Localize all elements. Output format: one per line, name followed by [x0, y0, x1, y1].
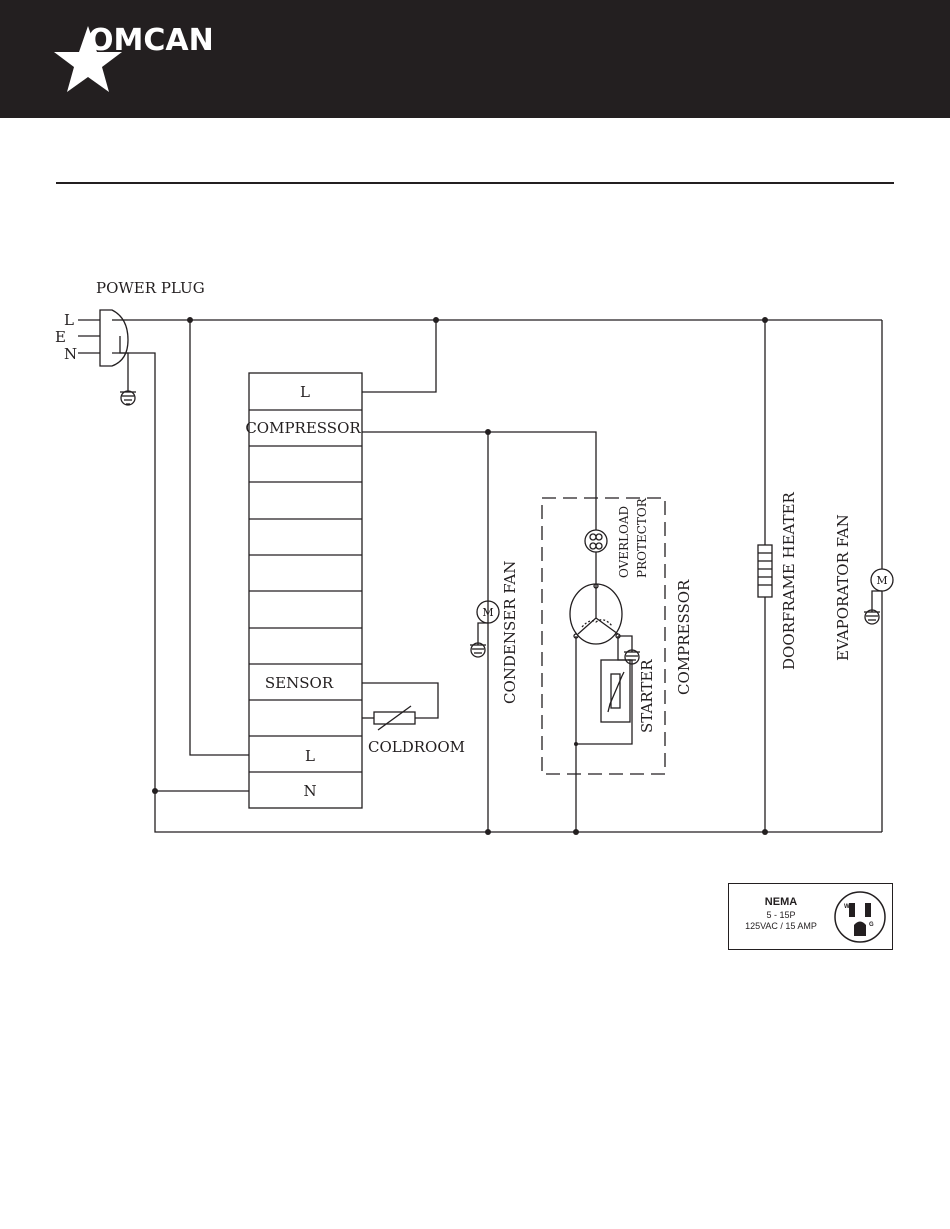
nema-plug-spec-box: NEMA 5 - 15P 125VAC / 15 AMP W G [728, 883, 893, 950]
plug-pin-l-label: L [64, 311, 74, 329]
terminal-l-top-label: L [300, 383, 310, 401]
controller-terminal-block [249, 373, 362, 808]
doorframe-heater-icon [758, 545, 772, 597]
junction-dots [152, 317, 768, 835]
condenser-fan-ground-icon [470, 643, 486, 657]
compressor-component-label: COMPRESSOR [675, 579, 693, 695]
plug-pin-n-label: N [64, 345, 77, 363]
evaporator-fan-ground-icon [864, 610, 880, 624]
overload-label-line1: OVERLOAD [617, 506, 631, 578]
starter-label: STARTER [638, 659, 656, 733]
terminal-n-label: N [303, 782, 316, 800]
evaporator-fan-label: EVAPORATOR FAN [834, 514, 852, 661]
nema-receptacle-icon: W G [833, 890, 887, 944]
nema-title: NEMA [729, 896, 833, 908]
terminal-l-bottom-label: L [305, 747, 315, 765]
nema-pin-g-label: G [869, 922, 874, 928]
coldroom-label: COLDROOM [368, 738, 465, 756]
nema-rating: 125VAC / 15 AMP [729, 921, 833, 931]
terminal-sensor-label: SENSOR [265, 674, 334, 692]
coldroom-sensor-icon [374, 706, 415, 730]
power-plug-label: POWER PLUG [96, 279, 205, 297]
overload-label-line2: PROTECTOR [635, 497, 649, 578]
nema-model: 5 - 15P [729, 910, 833, 920]
condenser-fan-label: CONDENSER FAN [501, 561, 519, 704]
doorframe-heater-label: DOORFRAME HEATER [780, 491, 798, 670]
condenser-fan-motor-letter: M [482, 606, 493, 619]
overload-protector-icon [585, 530, 607, 552]
evaporator-fan-motor-letter: M [876, 574, 887, 587]
plug-pin-e-label: E [55, 328, 66, 346]
compressor-motor-icon [570, 584, 622, 644]
terminal-compressor-label: COMPRESSOR [245, 419, 361, 437]
plug-ground-icon [120, 391, 136, 405]
nema-pin-w-label: W [844, 904, 850, 910]
starter-icon [601, 660, 630, 722]
